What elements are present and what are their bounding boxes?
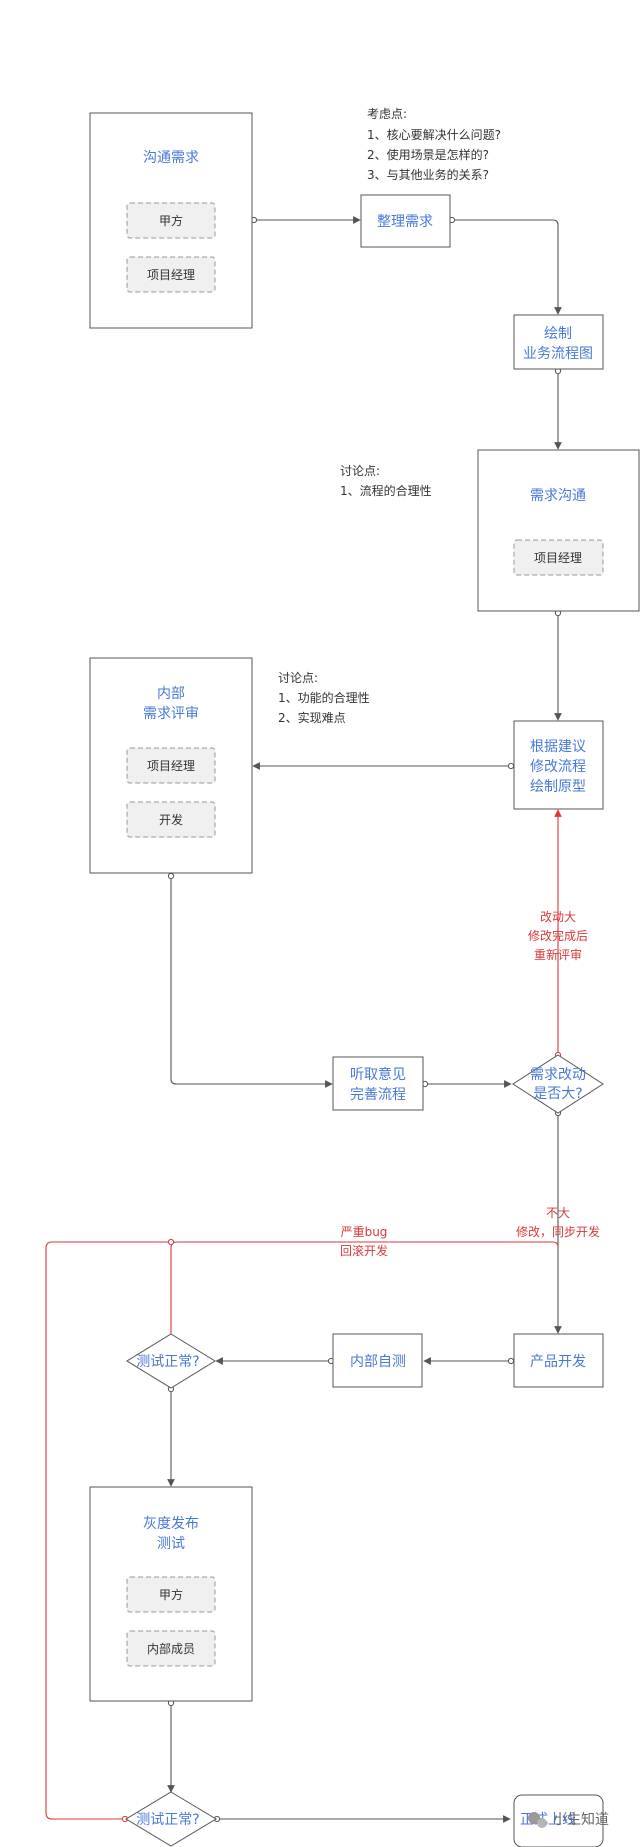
edge-test2-bug-to-dev — [45, 1241, 171, 1820]
node-comm-item: 项目经理 — [147, 268, 195, 282]
note-line: 考虑点: — [367, 107, 407, 121]
note-discuss-2: 讨论点: 1、功能的合理性 2、实现难点 — [278, 671, 370, 725]
node-internal-review-title: 内部 — [157, 686, 185, 702]
node-dev: 产品开发 — [513, 1333, 604, 1388]
node-draw-flow-title: 业务流程图 — [523, 346, 593, 362]
node-draw-flow: 绘制 业务流程图 — [513, 314, 604, 370]
node-test-ok-2: 测试正常? — [125, 1791, 217, 1847]
node-internal-review: 内部 需求评审 项目经理 开发 — [89, 657, 253, 874]
node-listen-title: 听取意见 — [350, 1066, 406, 1083]
node-req-comm-item: 项目经理 — [534, 551, 582, 565]
node-gray-item: 甲方 — [159, 1587, 183, 1602]
node-self-test: 内部自测 — [332, 1333, 423, 1388]
edge-test1-bug-to-dev — [170, 1241, 559, 1335]
node-gray-title: 灰度发布 — [143, 1516, 199, 1532]
edge-label-line: 严重bug — [341, 1225, 388, 1239]
node-req-comm-title: 需求沟通 — [530, 488, 586, 504]
node-modify: 根据建议 修改流程 绘制原型 — [513, 720, 604, 810]
node-modify-title: 修改流程 — [530, 759, 586, 775]
node-draw-flow-title: 绘制 — [544, 326, 572, 342]
node-dev-title: 产品开发 — [530, 1354, 586, 1370]
note-line: 1、流程的合理性 — [340, 483, 432, 498]
node-test-ok-1: 测试正常? — [126, 1333, 216, 1389]
node-test-ok-1-title: 测试正常? — [136, 1354, 199, 1370]
node-listen: 听取意见 完善流程 — [332, 1056, 424, 1111]
node-listen-title: 完善流程 — [350, 1087, 406, 1103]
node-big-change: 需求改动 是否大? — [512, 1054, 604, 1114]
note-discuss-1: 讨论点: 1、流程的合理性 — [340, 464, 432, 498]
node-test-ok-2-title: 测试正常? — [136, 1812, 199, 1828]
node-comm-item: 甲方 — [159, 213, 183, 228]
edge-label-bug: 严重bug 回滚开发 — [340, 1225, 388, 1258]
node-gray-item: 内部成员 — [147, 1641, 195, 1656]
edge-review-to-listen — [170, 876, 333, 1088]
node-gray-title: 测试 — [157, 1536, 185, 1552]
edge-organize-to-draw — [452, 219, 562, 315]
node-internal-review-item: 开发 — [159, 812, 183, 827]
note-line: 1、核心要解决什么问题? — [367, 128, 501, 142]
note-line: 3、与其他业务的关系? — [367, 167, 489, 182]
note-line: 1、功能的合理性 — [278, 690, 370, 705]
edge-label-line: 重新评审 — [534, 947, 582, 962]
node-gray: 灰度发布 测试 甲方 内部成员 — [89, 1486, 253, 1702]
edge-label-line: 回滚开发 — [340, 1243, 388, 1258]
node-self-test-title: 内部自测 — [350, 1354, 406, 1370]
node-modify-title: 绘制原型 — [530, 779, 586, 795]
connectors — [45, 216, 562, 1823]
edge-label-line: 修改，同步开发 — [516, 1224, 600, 1239]
note-line: 讨论点: — [278, 671, 318, 685]
node-req-comm: 需求沟通 项目经理 — [477, 449, 640, 612]
port-dot — [507, 762, 515, 770]
edge-label-big-change: 改动大 修改完成后 重新评审 — [528, 910, 588, 962]
port-dot — [167, 1238, 175, 1246]
node-internal-review-title: 需求评审 — [143, 706, 199, 722]
note-line: 讨论点: — [340, 464, 380, 478]
note-consider: 考虑点: 1、核心要解决什么问题? 2、使用场景是怎样的? 3、与其他业务的关系… — [367, 107, 501, 182]
edge-label-line: 修改完成后 — [528, 928, 588, 943]
wechat-icon — [528, 1812, 547, 1828]
edge-label-small-change: 不大 修改，同步开发 — [516, 1206, 600, 1239]
node-comm: 沟通需求 甲方 项目经理 — [89, 112, 253, 329]
node-modify-title: 根据建议 — [530, 739, 586, 755]
node-internal-review-item: 项目经理 — [147, 759, 195, 773]
node-big-change-title: 是否大? — [533, 1086, 582, 1102]
node-big-change-title: 需求改动 — [530, 1067, 586, 1083]
node-comm-title: 沟通需求 — [143, 150, 199, 166]
watermark: 小生知道 — [528, 1811, 609, 1828]
port-dot — [507, 1357, 515, 1365]
edge-label-line: 改动大 — [540, 910, 576, 924]
node-organize-title: 整理需求 — [377, 214, 433, 230]
node-organize: 整理需求 — [360, 194, 451, 248]
note-line: 2、实现难点 — [278, 710, 346, 725]
port-dot — [167, 872, 175, 880]
note-line: 2、使用场景是怎样的? — [367, 147, 489, 162]
edge-label-line: 不大 — [546, 1206, 570, 1220]
watermark-text: 小生知道 — [553, 1811, 609, 1828]
